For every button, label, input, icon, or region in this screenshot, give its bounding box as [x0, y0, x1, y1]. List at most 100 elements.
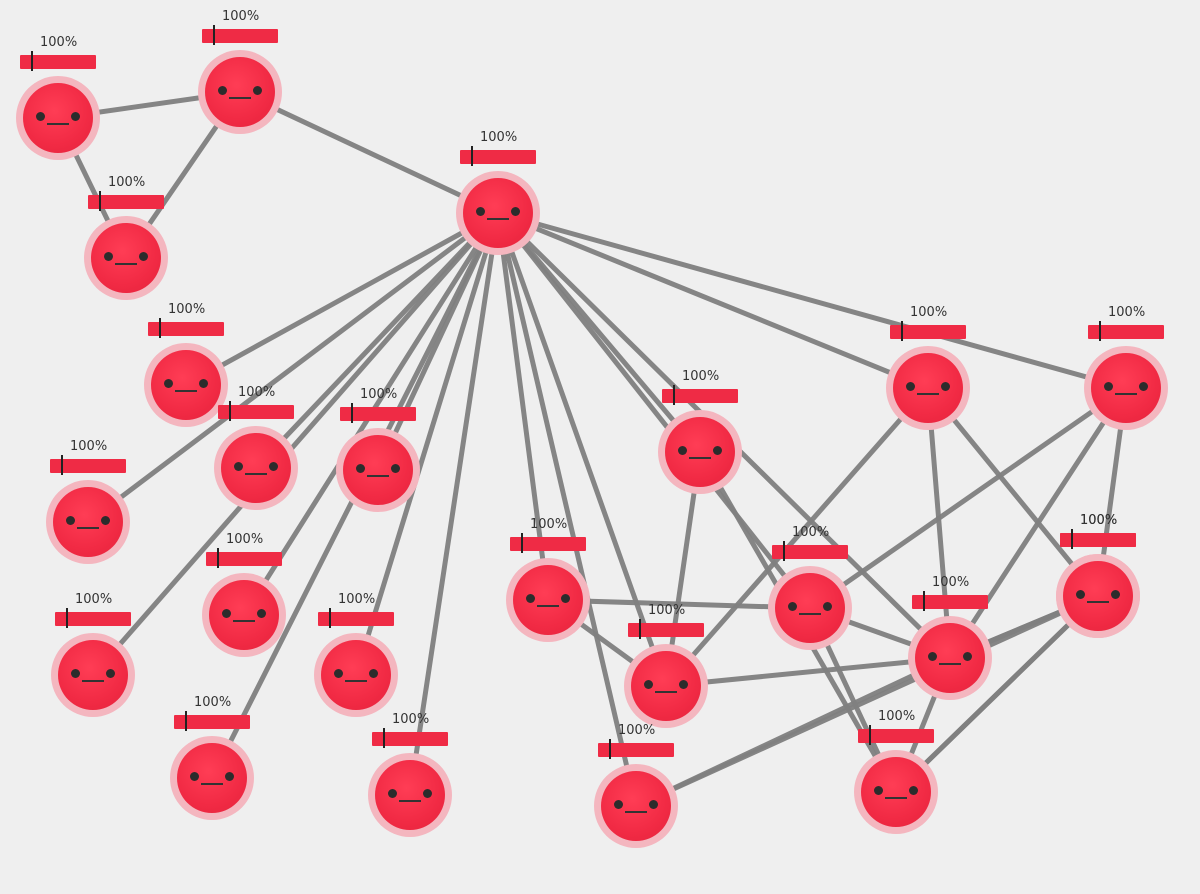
edge-line	[495, 210, 813, 611]
smiley-face-icon[interactable]	[91, 223, 161, 293]
health-bar	[1088, 325, 1164, 339]
right-eye-icon	[1139, 382, 1148, 391]
right-eye-icon	[909, 786, 918, 795]
mouth-icon	[399, 800, 421, 802]
unit-node[interactable]: 100%	[196, 533, 292, 663]
unit-node[interactable]: 100%	[10, 36, 106, 166]
unit-node[interactable]: 100%	[78, 176, 174, 306]
smiley-face-icon[interactable]	[861, 757, 931, 827]
health-bar-marker	[213, 25, 215, 45]
right-eye-icon	[1111, 590, 1120, 599]
mouth-icon	[1087, 601, 1109, 603]
mouth-icon	[655, 691, 677, 693]
smiley-face-icon[interactable]	[343, 435, 413, 505]
smiley-face-icon[interactable]	[1063, 561, 1133, 631]
edge-line	[495, 210, 639, 809]
health-bar	[202, 29, 278, 43]
health-bar	[858, 729, 934, 743]
smiley-face-icon[interactable]	[53, 487, 123, 557]
health-bar	[510, 537, 586, 551]
health-bar-marker	[639, 619, 641, 639]
smiley-face-icon[interactable]	[601, 771, 671, 841]
health-bar	[460, 150, 536, 164]
unit-node[interactable]: 100%	[450, 131, 546, 261]
edge-line	[495, 210, 669, 689]
health-bar-marker	[1071, 529, 1073, 549]
edge-line	[633, 593, 1101, 809]
unit-node[interactable]: 100%	[40, 440, 136, 570]
health-bar	[218, 405, 294, 419]
left-eye-icon	[874, 786, 883, 795]
health-percent-label: 100%	[40, 35, 78, 50]
right-eye-icon	[71, 112, 80, 121]
health-bar	[174, 715, 250, 729]
edge-line	[353, 210, 501, 678]
health-percent-label: 100%	[338, 592, 376, 607]
unit-node[interactable]: 100%	[208, 386, 304, 516]
unit-node[interactable]: 100%	[330, 388, 426, 518]
smiley-face-icon[interactable]	[205, 57, 275, 127]
unit-node[interactable]: 100%	[138, 303, 234, 433]
health-bar	[628, 623, 704, 637]
smiley-face-icon[interactable]	[631, 651, 701, 721]
smiley-face-icon[interactable]	[375, 760, 445, 830]
health-bar-marker	[329, 608, 331, 628]
mouth-icon	[233, 620, 255, 622]
unit-node[interactable]: 100%	[848, 710, 944, 840]
unit-node[interactable]: 100%	[762, 526, 858, 656]
unit-node[interactable]: 100%	[1050, 514, 1146, 644]
left-eye-icon	[190, 772, 199, 781]
unit-node[interactable]: 100%	[588, 724, 684, 854]
smiley-face-icon[interactable]	[513, 565, 583, 635]
smiley-face-icon[interactable]	[23, 83, 93, 153]
smiley-face-icon[interactable]	[209, 580, 279, 650]
smiley-face-icon[interactable]	[665, 417, 735, 487]
left-eye-icon	[526, 594, 535, 603]
unit-node[interactable]: 100%	[308, 593, 404, 723]
health-bar-marker	[383, 728, 385, 748]
unit-node[interactable]: 100%	[362, 713, 458, 843]
unit-node[interactable]: 100%	[1078, 306, 1174, 436]
mouth-icon	[487, 218, 509, 220]
health-bar-marker	[351, 403, 353, 423]
health-bar	[662, 389, 738, 403]
unit-node[interactable]: 100%	[164, 696, 260, 826]
unit-node[interactable]: 100%	[902, 576, 998, 706]
smiley-face-icon[interactable]	[321, 640, 391, 710]
health-percent-label: 100%	[168, 302, 206, 317]
unit-node[interactable]: 100%	[880, 306, 976, 436]
health-percent-label: 100%	[648, 603, 686, 618]
health-bar-marker	[66, 608, 68, 628]
right-eye-icon	[199, 379, 208, 388]
mouth-icon	[537, 605, 559, 607]
smiley-face-icon[interactable]	[775, 573, 845, 643]
smiley-face-icon[interactable]	[151, 350, 221, 420]
edge-line	[407, 210, 501, 798]
smiley-face-icon[interactable]	[58, 640, 128, 710]
smiley-face-icon[interactable]	[221, 433, 291, 503]
unit-node[interactable]: 100%	[45, 593, 141, 723]
right-eye-icon	[561, 594, 570, 603]
smiley-face-icon[interactable]	[915, 623, 985, 693]
unit-node[interactable]: 100%	[652, 370, 748, 500]
health-percent-label: 100%	[932, 575, 970, 590]
left-eye-icon	[476, 207, 485, 216]
edge-line	[925, 385, 953, 661]
health-percent-label: 100%	[226, 532, 264, 547]
health-bar-marker	[229, 401, 231, 421]
mouth-icon	[229, 97, 251, 99]
mouth-icon	[689, 457, 711, 459]
health-bar	[1060, 533, 1136, 547]
smiley-face-icon[interactable]	[177, 743, 247, 813]
left-eye-icon	[906, 382, 915, 391]
left-eye-icon	[222, 609, 231, 618]
unit-node[interactable]: 100%	[192, 10, 288, 140]
left-eye-icon	[1104, 382, 1113, 391]
smiley-face-icon[interactable]	[463, 178, 533, 248]
unit-node[interactable]: 100%	[500, 518, 596, 648]
unit-node[interactable]: 100%	[618, 604, 714, 734]
smiley-face-icon[interactable]	[893, 353, 963, 423]
smiley-face-icon[interactable]	[1091, 353, 1161, 423]
health-percent-label: 100%	[75, 592, 113, 607]
right-eye-icon	[101, 516, 110, 525]
